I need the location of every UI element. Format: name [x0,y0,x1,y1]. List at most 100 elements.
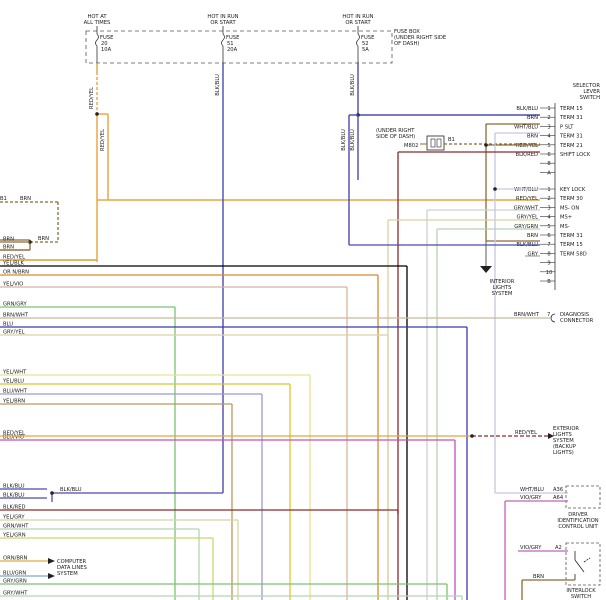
splice-note-1: (UNDER RIGHT [376,128,415,134]
cdl-label-1: COMPUTER [57,559,87,565]
left-wire: GRN/GRY [0,302,176,600]
left-wire: GRY/WHT [0,591,463,600]
vlabel-blkblu-2: BLK/BLU [350,74,356,96]
left-wire: YEL/BLU [0,379,291,600]
selector-term: TERM 58D [559,251,587,257]
left-wire: BLU/GRN [3,571,26,577]
ext-label-4: (BACKUP [553,444,576,450]
selector-pin: 1 [547,187,550,193]
ext-wire: RED/YEL [515,430,537,436]
selector-wire-label: GRY/WHT [514,205,539,211]
selector-title-3: SWITCH [580,95,600,101]
ext-label-1: EXTERIOR [553,426,579,432]
selector-term: TERM 21 [559,143,583,149]
dicu-label-2: IDENTIFICATION [557,518,598,524]
left-wire-label: GRY/WHT [3,591,28,597]
selector-pin: 10 [546,270,553,276]
left-wire: YEL/BRN [0,399,233,600]
diag-pin: 7 [547,312,550,318]
left-b1-id: B1 [0,196,7,202]
interlock-label-2: SWITCH [571,594,591,600]
selector-wire-label: BLK/BLU [516,106,538,112]
left-wire: ORN/BRN [3,556,27,562]
left-wire-label: YEL/VIO [2,282,23,288]
selector-term: TERM 15 [559,106,583,112]
selector-title-1: SELECTOR [573,83,601,89]
left-wire-label: RED/YEL [3,255,25,261]
selector-term: TERM 31 [559,233,583,239]
left-wire-label: YEL/BRN [2,399,25,405]
selector-pin: 4 [547,215,551,221]
selector-row-lower: 10 [540,270,555,276]
left-wire-label: BRN [3,245,14,251]
splice-m802: (UNDER RIGHT SIDE OF DASH) M802 B1 [376,128,540,151]
left-wire: OR N/BRN [0,270,379,600]
left-wire: BLK/BLU [0,493,47,499]
interior-arrow-icon [480,266,492,273]
left-wire: RED/YEL [3,431,25,437]
fuse-box-note-1: (UNDER RIGHT SIDE [394,35,446,41]
selector-pin: B [547,279,551,285]
splice-id: M802 [404,143,418,149]
left-wire: GRN/WHT [0,524,200,600]
left-wire-label: BLK/BLU [3,493,25,499]
left-wire-label: GRY/GRN [3,579,27,585]
vlabel-redyel-1: RED/YEL [89,87,95,109]
ext-label-5: LIGHTS) [553,450,574,456]
interlock-box [565,542,601,586]
vlabel-blkblu-4: BLK/BLU [350,129,356,151]
selector-wire-label: BRN [527,115,538,121]
fuse-20-num: 20 [101,41,108,47]
fuse-52-icon [356,33,360,47]
selector-wire-label: BLK/RED [516,152,538,158]
feed-wires: RED/YEL RED/YEL BLK/BLU BLK/BLU BLK/BLU … [0,63,540,493]
diag-label-1: DIAGNOSIS [560,312,589,318]
selector-wire-label: GRY [528,251,539,257]
dicu-w1: WHT/BLU [520,487,544,493]
interior-lights: INTERIOR LIGHTS SYSTEM [490,279,515,297]
left-b1-wire-2: BRN [38,236,49,242]
cdl-label-2: DATA LINES [57,565,87,571]
dicu-p1: A36 [553,487,563,493]
left-wire-label: OR N/BRN [3,270,29,276]
selector-pin: 7 [547,242,550,248]
cdl-arrow-icon-2 [48,573,55,579]
interlock-w1: VIO/GRY [520,545,542,551]
left-wire: BLU/WHT [0,389,263,600]
cdl-arrow-icon-1 [48,558,55,564]
selector-row-lower: 9 [540,261,555,267]
left-wire: BLU/VIO [0,435,456,600]
selector-term: TERM 31 [559,115,583,121]
left-wire-label: BLU/GRN [3,571,26,577]
interior-label-2: LIGHTS [493,285,512,291]
selector-wire-label: GRY/YEL [516,215,538,221]
left-wire: YEL/VIO [0,282,348,600]
interlock-label-1: INTERLOCK [566,588,596,594]
left-wire-label: YEL/BLK [2,261,25,267]
top-label-right-1: HOT IN RUN [342,14,373,20]
left-wire-label: BLU/VIO [3,435,24,441]
left-wire: GRY/GRN [0,579,448,600]
selector-pin: 3 [547,124,550,130]
fuse-20-word: FUSE [100,35,113,41]
selector-term: MS- [560,224,570,230]
selector-pin: 2 [547,196,550,202]
interior-label-1: INTERIOR [490,279,515,285]
top-label-mid-2: OR START [210,20,236,26]
interlock-switch: VIO/GRY A2 BRN INTERLOCK SWITCH [518,542,601,600]
left-wire: BLU [0,322,468,600]
selector-pin: 6 [547,233,550,239]
selector-term: MS+ [560,215,572,221]
dicu-w2: VIO/GRY [520,495,542,501]
vlabel-blkblu-3: BLK/BLU [341,129,347,151]
fuse-20-amps: 10A [101,47,112,53]
